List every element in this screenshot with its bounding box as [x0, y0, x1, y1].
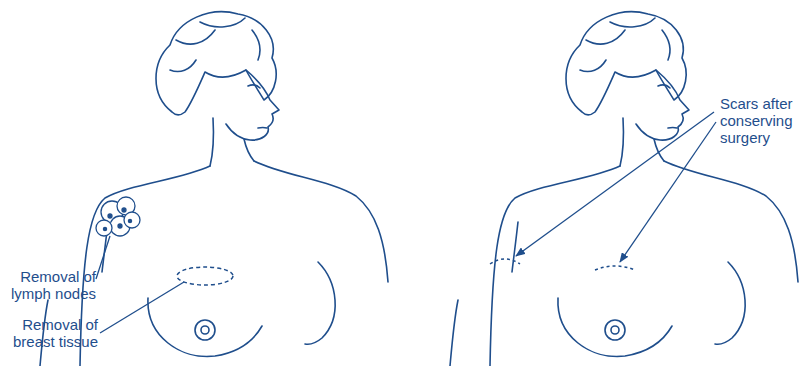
leader-line — [620, 122, 716, 262]
callout-label: Scars after conserving surgery — [720, 95, 804, 146]
figure-before — [40, 12, 388, 366]
leader-line — [100, 282, 184, 333]
scar — [595, 266, 635, 270]
callout-label: Removal of lymph nodes — [4, 268, 96, 302]
tissue-outline — [177, 267, 233, 285]
leader-line — [516, 112, 714, 256]
scar — [490, 259, 520, 264]
lymph-nodes — [96, 197, 140, 236]
figure-after — [450, 12, 798, 366]
callout-label: Removal of breast tissue — [4, 316, 98, 350]
leader-line — [96, 236, 110, 279]
